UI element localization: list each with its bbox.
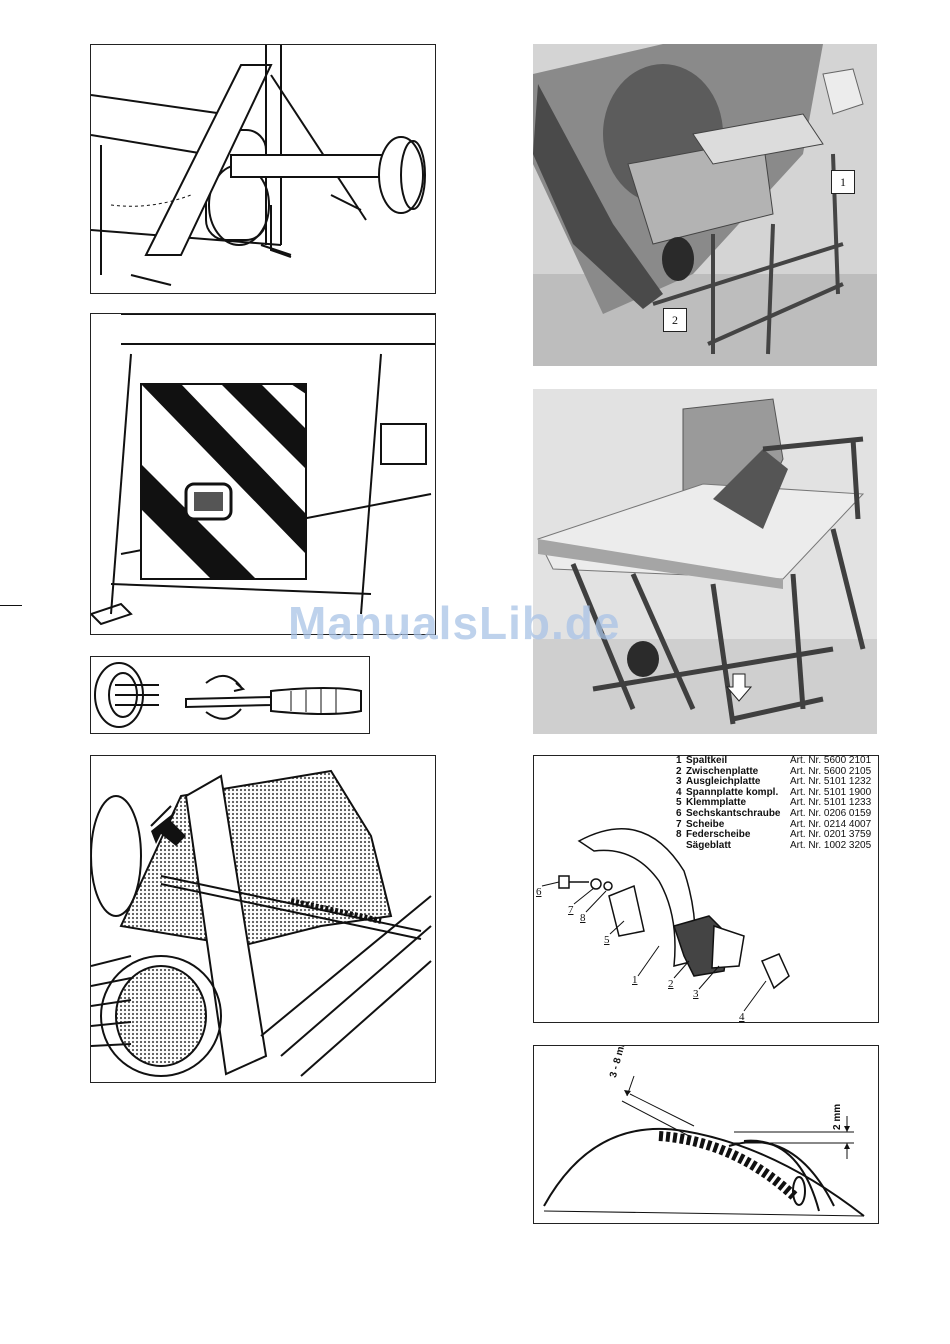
striped-guard-illustration xyxy=(90,313,436,635)
callout-5: 5 xyxy=(604,934,610,946)
photo-label-2: 2 xyxy=(663,308,687,332)
callout-8: 8 xyxy=(580,912,586,924)
photo-label-1: 1 xyxy=(831,170,855,194)
margin-mark xyxy=(0,605,22,606)
watermark: ManualsLib.de xyxy=(288,597,621,649)
callout-1: 1 xyxy=(632,974,638,986)
belt-tensioner-illustration xyxy=(90,755,436,1083)
saw-photo-table xyxy=(533,389,877,734)
callout-7: 7 xyxy=(568,904,574,916)
callout-6: 6 xyxy=(536,886,542,898)
callout-3: 3 xyxy=(693,988,699,1000)
pto-shaft-illustration xyxy=(90,44,436,294)
screwdriver-illustration xyxy=(90,656,370,734)
callout-2: 2 xyxy=(668,978,674,990)
saw-photo-side: 1 2 xyxy=(533,44,877,366)
riving-knife-parts-diagram: 6 7 8 5 1 2 3 4 xyxy=(533,755,879,1023)
callout-4: 4 xyxy=(739,1011,745,1023)
blade-clearance-diagram: 3 - 8 mm 2 mm xyxy=(533,1045,879,1224)
height-dimension-label: 2 mm xyxy=(832,1103,843,1130)
